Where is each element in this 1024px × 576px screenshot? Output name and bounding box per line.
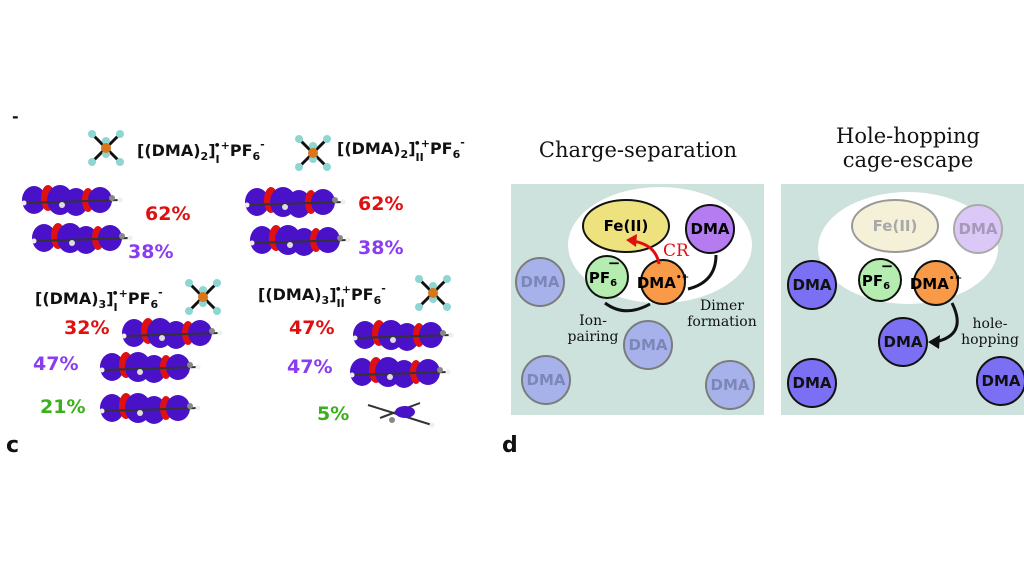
dma-label: DMA	[959, 220, 998, 238]
structure-label: [(DMA)2]II•+PF6-	[337, 136, 465, 164]
hole-hopping-diagram: Fe(II) DMA PF6 − DMA•+ DMA DMA DMA DMA h…	[781, 184, 1024, 415]
percent-third: 5%	[317, 403, 349, 425]
fe-complex-node	[582, 199, 670, 253]
dma-cation-node	[640, 259, 686, 305]
pf6-charge: −	[608, 254, 621, 272]
dimer-formation-arrow-icon	[687, 254, 718, 291]
orbital-isosurface	[30, 222, 134, 255]
percent-first: 47%	[289, 317, 334, 339]
hole-hopping-title: cage-escape	[843, 148, 974, 172]
pf6-molecule-icon	[293, 133, 333, 173]
cr-arrowhead-icon	[626, 234, 637, 247]
orbital-isosurface	[120, 317, 224, 350]
dma-label: DMA	[793, 276, 832, 294]
orbital-isosurface	[243, 186, 347, 219]
percent-second: 47%	[33, 353, 78, 375]
percent-second: 38%	[358, 237, 403, 259]
structure-label: [(DMA)2]I•+PF6-	[137, 138, 265, 166]
fe-label: Fe(II)	[604, 217, 649, 235]
pf6-label: PF6	[862, 272, 890, 292]
dma-dimer-node	[685, 204, 735, 254]
ion-pairing-arrow-icon	[604, 301, 651, 313]
dma-label: DMA	[691, 220, 730, 238]
percent-first: 62%	[358, 193, 403, 215]
dma-label: DMA	[521, 273, 560, 291]
orbital-isosurface	[248, 224, 352, 257]
dma-label: DMA	[711, 376, 750, 394]
hole-hopping-arrowhead-icon	[928, 335, 940, 349]
percent-second: 47%	[287, 356, 332, 378]
percent-third: 21%	[40, 396, 85, 418]
dimer-formation-label: formation	[687, 314, 756, 330]
dma-label: DMA	[884, 333, 923, 351]
dma-cation-node	[913, 260, 959, 306]
orbital-isosurface	[98, 392, 202, 425]
pf6-label: PF6	[589, 269, 617, 289]
ion-pairing-label: Ion-	[579, 313, 607, 329]
structure-dimer-II: [(DMA)2]II•+PF6- 62% 38%	[243, 133, 465, 259]
dma-molecules	[787, 260, 1024, 408]
structure-dimer-I: [(DMA)2]I•+PF6- 62% 38%	[20, 128, 265, 263]
dma-label: DMA	[629, 336, 668, 354]
pf6-molecule-icon	[183, 277, 223, 317]
pf6-charge: −	[881, 257, 894, 275]
dimer-formation-label: Dimer	[700, 298, 744, 314]
panel-label-d: d	[502, 433, 518, 458]
orbital-isosurface	[348, 356, 452, 389]
percent-second: 38%	[128, 241, 173, 263]
hole-hopping-arrow-icon	[934, 302, 959, 344]
orbital-isosurface	[351, 319, 455, 352]
cr-label: CR	[663, 241, 690, 261]
pf6-node	[858, 258, 902, 302]
percent-first: 32%	[64, 317, 109, 339]
hole-hopping-label: hopping	[961, 332, 1019, 348]
charge-separation-title: Charge-separation	[539, 138, 737, 162]
panel-label-c: c	[6, 433, 19, 458]
cropped-label-fragment: -	[12, 107, 19, 126]
pf6-molecule-icon	[413, 273, 453, 313]
orbital-isosurface	[98, 351, 202, 384]
cr-arrow-icon	[632, 239, 661, 265]
structure-trimer-I: [(DMA)3]I•+PF6- 32% 47% 21%	[33, 277, 224, 425]
structure-label: [(DMA)3]I•+PF6-	[35, 286, 163, 314]
structure-label: [(DMA)3]II•+PF6-	[258, 282, 386, 310]
dma-faded-node	[953, 204, 1003, 254]
orbital-isosurface	[20, 184, 124, 217]
percent-first: 62%	[145, 203, 190, 225]
faded-dma-molecules	[515, 257, 755, 410]
dma-cation-label: DMA•+	[910, 274, 962, 293]
pf6-node	[585, 255, 629, 299]
dma-cation-label: DMA•+	[637, 273, 689, 292]
ion-pairing-label: pairing	[568, 329, 619, 345]
dma-label: DMA	[793, 374, 832, 392]
fe-complex-node	[851, 199, 939, 253]
skeletal-molecule	[367, 402, 435, 428]
structure-trimer-II: [(DMA)3]II•+PF6- 47% 47% 5%	[258, 273, 455, 428]
dma-label: DMA	[527, 371, 566, 389]
dma-label: DMA	[982, 372, 1021, 390]
hole-hopping-label: hole-	[973, 316, 1008, 332]
charge-separation-diagram: Fe(II) DMA PF6 − DMA•+ DMA DMA DMA DMA C…	[511, 184, 764, 415]
hole-hopping-title: Hole-hopping	[836, 124, 980, 148]
pf6-molecule-icon	[86, 128, 126, 168]
fe-label: Fe(II)	[873, 217, 918, 235]
